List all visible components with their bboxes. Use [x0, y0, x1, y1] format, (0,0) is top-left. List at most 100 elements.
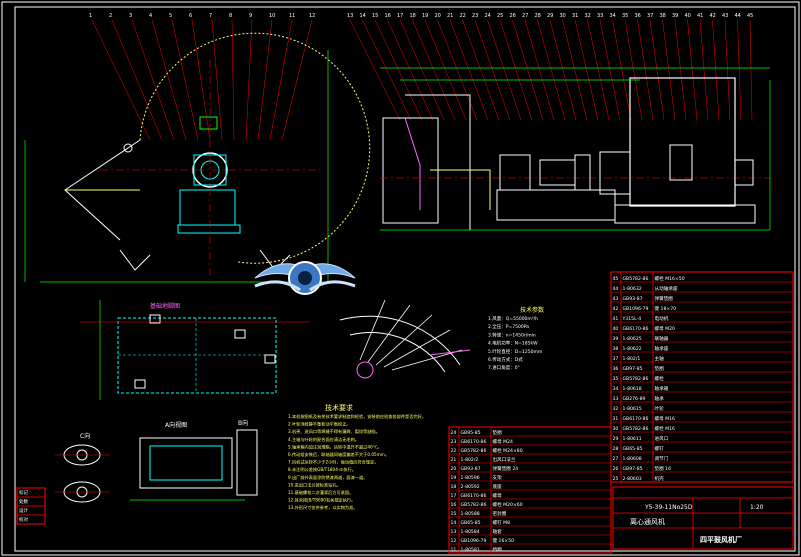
balloon-leader: [724, 19, 731, 121]
balloon-number: 43: [722, 13, 728, 19]
balloon-number: 2: [109, 13, 112, 19]
balloon-number: 19: [422, 13, 428, 19]
balloon-number: 17: [397, 13, 403, 19]
bom-code: 1-80611: [623, 436, 642, 442]
balloon-number: 23: [472, 13, 478, 19]
balloon-leader: [374, 19, 423, 121]
revision-row: 标记: [19, 489, 28, 496]
bom-item-no: 36: [613, 366, 619, 372]
balloon-leader: [462, 19, 500, 121]
balloon-number: 3: [129, 13, 132, 19]
note-line: 1.本机按图纸及有关技术要求制造和检验，安装前应检查各部件是否完好。: [288, 413, 426, 420]
bom-item-no: 29: [613, 436, 619, 442]
balloon-leader: [131, 19, 175, 141]
balloon-number: 16: [385, 13, 391, 19]
bom-item-no: 15: [451, 511, 457, 517]
balloon-leader: [257, 19, 273, 141]
bom-code: 1-80625: [623, 336, 642, 342]
bom-name: 轴套: [493, 528, 503, 535]
bom-name: 轴承: [655, 395, 665, 402]
balloon-number: 27: [522, 13, 528, 19]
balloon-number: 1: [89, 13, 92, 19]
bom-item-no: 39: [613, 336, 619, 342]
bom-item-no: 32: [613, 406, 619, 412]
balloon-leader: [412, 19, 456, 121]
b-view-label: B向: [238, 419, 248, 427]
bom-item-no: 33: [613, 396, 619, 402]
bom-item-no: 17: [451, 493, 457, 499]
balloon-leader: [399, 19, 445, 121]
bom-name: 机壳: [655, 475, 665, 482]
bom-name: 支架: [493, 474, 503, 481]
bom-code: 2-80592: [461, 484, 480, 490]
balloon-leader: [231, 19, 235, 141]
bom-code: GB6170-86: [461, 493, 487, 499]
balloon-number: 18: [410, 13, 416, 19]
bom-name: 轴承箱: [655, 385, 669, 392]
bom-code: GB5782-86: [623, 376, 649, 382]
bom-name: 调节门: [655, 455, 669, 462]
bom-code: GB5782-86: [623, 426, 649, 432]
bom-item-no: 21: [451, 457, 457, 463]
bom-name: 进风口: [655, 435, 669, 442]
note-line: 5.轴承箱内加注润滑脂，运转中温升不超过40℃。: [288, 443, 382, 450]
balloon-leader: [599, 19, 621, 121]
balloon-number: 29: [547, 13, 553, 19]
bom-item-no: 41: [613, 316, 619, 322]
bom-name: 主轴: [655, 355, 665, 362]
param-line: 6.传动方式：D式: [488, 356, 523, 363]
gear-wings-icon: [254, 261, 356, 295]
balloon-leader: [649, 19, 665, 121]
bom-name: 螺母 M20: [655, 325, 676, 332]
bom-name: 螺栓 M24×80: [493, 447, 523, 454]
balloon-number: 22: [460, 13, 466, 19]
balloon-number: 7: [209, 13, 212, 19]
balloon-leader: [712, 19, 720, 121]
bom-code: GB5782-86: [623, 276, 649, 282]
balloon-leader: [499, 19, 533, 121]
bom-item-no: 38: [613, 346, 619, 352]
bom-item-no: 31: [613, 416, 619, 422]
bom-code: GB5782-86: [461, 502, 487, 508]
balloon-number: 14: [360, 13, 366, 19]
balloon-number: 5: [169, 13, 172, 19]
balloon-number: 8: [229, 13, 232, 19]
balloon-number: 38: [660, 13, 666, 19]
bom-name: 键 18×70: [655, 305, 677, 312]
balloon-number: 26: [510, 13, 516, 19]
bom-code: GB65-85: [623, 446, 643, 452]
balloon-leader: [749, 19, 753, 121]
bom-code: 1-802/2: [461, 457, 479, 463]
revision-row: 设计: [19, 507, 28, 514]
bom-name: 弹簧垫圈: [655, 295, 674, 302]
bom-item-no: 20: [451, 466, 457, 472]
bom-row: 29 1-80611 进风口: [613, 435, 669, 442]
balloon-leader: [387, 19, 434, 121]
balloon-number: 34: [610, 13, 616, 19]
bom-code: GB97-85: [623, 366, 643, 372]
a-view-label: A向视图: [165, 421, 187, 429]
balloon-leader: [562, 19, 588, 121]
bom-item-no: 30: [613, 426, 619, 432]
balloon-number: 28: [535, 13, 541, 19]
bom-code: GB6170-86: [623, 326, 649, 332]
balloon-leader: [245, 19, 253, 141]
bom-item-no: 11: [451, 547, 457, 553]
bom-item-no: 18: [451, 484, 457, 490]
bom-code: GB93-87: [623, 296, 643, 302]
